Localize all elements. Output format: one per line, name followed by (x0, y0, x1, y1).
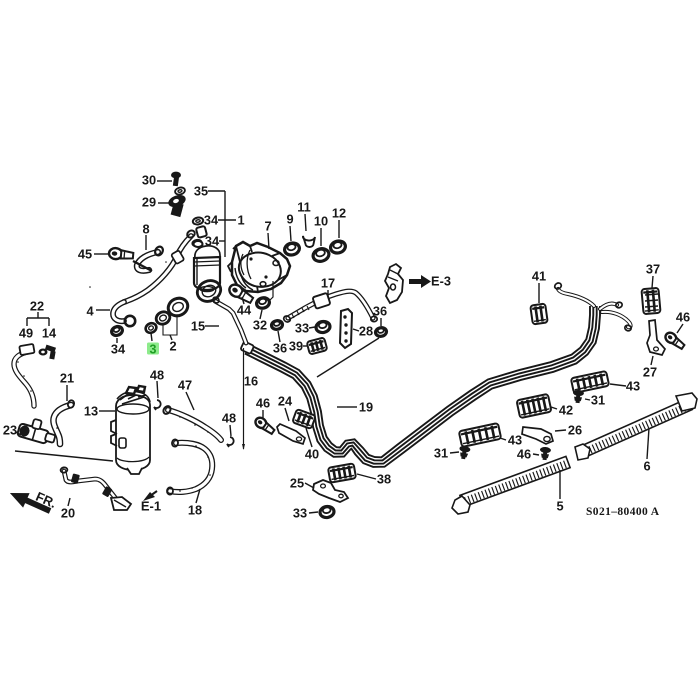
svg-text:22: 22 (30, 299, 44, 314)
svg-text:25: 25 (290, 476, 304, 491)
svg-text:23: 23 (3, 423, 17, 438)
svg-text:46: 46 (676, 310, 690, 325)
svg-text:38: 38 (377, 472, 391, 487)
svg-text:37: 37 (646, 262, 660, 277)
svg-text:33: 33 (295, 321, 309, 336)
svg-text:8: 8 (142, 222, 149, 237)
svg-text:3: 3 (150, 343, 157, 357)
svg-text:33: 33 (293, 506, 307, 521)
svg-text:6: 6 (643, 459, 650, 474)
svg-text:S021–80400 A: S021–80400 A (586, 506, 660, 518)
svg-text:49: 49 (19, 326, 33, 341)
svg-text:41: 41 (532, 269, 546, 284)
svg-text:1: 1 (237, 213, 244, 228)
svg-text:48: 48 (222, 411, 236, 426)
svg-text:5: 5 (556, 499, 563, 514)
svg-text:36: 36 (373, 304, 387, 319)
svg-text:27: 27 (643, 365, 657, 380)
svg-text:46: 46 (256, 396, 270, 411)
svg-text:10: 10 (314, 214, 328, 229)
svg-text:16: 16 (244, 374, 258, 389)
svg-text:E-1: E-1 (141, 499, 161, 514)
svg-text:39: 39 (289, 339, 303, 354)
svg-text:44: 44 (237, 303, 252, 318)
svg-text:30: 30 (142, 173, 156, 188)
svg-text:24: 24 (278, 394, 293, 409)
svg-text:47: 47 (178, 378, 192, 393)
svg-text:35: 35 (194, 184, 208, 199)
svg-text:48: 48 (150, 368, 164, 383)
svg-text:34: 34 (204, 213, 219, 228)
svg-text:E-3: E-3 (431, 274, 451, 289)
svg-text:12: 12 (332, 206, 346, 221)
svg-text:17: 17 (321, 276, 335, 291)
svg-text:36: 36 (273, 341, 287, 356)
svg-text:14: 14 (42, 326, 57, 341)
svg-text:11: 11 (297, 200, 311, 215)
svg-text:7: 7 (264, 219, 271, 234)
svg-text:34: 34 (111, 342, 126, 357)
svg-text:43: 43 (508, 433, 522, 448)
svg-text:18: 18 (188, 503, 202, 518)
svg-text:26: 26 (568, 423, 582, 438)
svg-text:2: 2 (169, 339, 176, 354)
svg-text:29: 29 (142, 195, 156, 210)
svg-text:9: 9 (286, 212, 293, 227)
svg-text:43: 43 (626, 379, 640, 394)
svg-text:40: 40 (305, 447, 319, 462)
svg-text:15: 15 (191, 319, 205, 334)
svg-text:45: 45 (78, 247, 92, 262)
svg-text:31: 31 (591, 393, 605, 408)
svg-text:34: 34 (205, 234, 220, 249)
svg-text:28: 28 (359, 324, 373, 339)
svg-text:19: 19 (359, 400, 373, 415)
svg-text:46: 46 (517, 447, 531, 462)
svg-text:20: 20 (61, 506, 75, 521)
svg-text:42: 42 (559, 403, 573, 418)
svg-text:32: 32 (253, 318, 267, 333)
svg-text:13: 13 (84, 404, 98, 419)
svg-text:4: 4 (86, 304, 94, 319)
svg-text:31: 31 (434, 446, 448, 461)
svg-text:21: 21 (60, 371, 74, 386)
